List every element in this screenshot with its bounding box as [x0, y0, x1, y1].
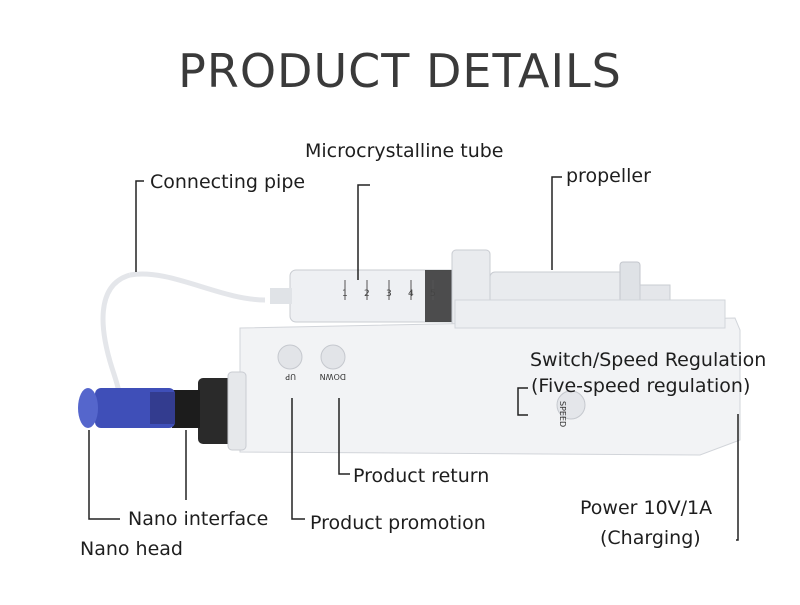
- label-charging: (Charging): [600, 527, 701, 549]
- scale-mark-3: 3: [386, 289, 392, 299]
- speed-button[interactable]: [556, 390, 586, 420]
- leader-lines: [88, 176, 739, 541]
- up-label: UP: [285, 372, 296, 381]
- scale-mark-2: 2: [364, 289, 370, 299]
- up-button[interactable]: [277, 344, 303, 370]
- syringe-scale: 1 2 3 4 5: [342, 280, 436, 300]
- label-product-return: Product return: [353, 465, 490, 487]
- label-product-promotion: Product promotion: [310, 512, 486, 534]
- down-button[interactable]: [320, 344, 346, 370]
- label-nano-head: Nano head: [80, 538, 183, 560]
- connecting-pipe-tube: [100, 272, 131, 401]
- scale-mark-1: 1: [342, 289, 348, 299]
- label-power: Power 10V/1A: [580, 497, 713, 519]
- nano-interface: [172, 371, 247, 451]
- scale-mark-4: 4: [408, 289, 414, 299]
- label-five-speed-regulation: (Five-speed regulation): [531, 375, 751, 397]
- speed-label: SPEED: [558, 401, 567, 427]
- label-switch-speed-regulation: Switch/Speed Regulation: [530, 349, 767, 371]
- label-connecting-pipe: Connecting pipe: [150, 171, 306, 193]
- device-body: UP DOWN SPEED: [239, 299, 741, 456]
- page-title: PRODUCT DETAILS: [178, 44, 622, 98]
- scale-mark-5: 5: [430, 289, 436, 299]
- label-microcrystalline-tube: Microcrystalline tube: [305, 140, 504, 162]
- label-propeller: propeller: [566, 165, 651, 187]
- label-nano-interface: Nano interface: [128, 508, 269, 530]
- down-label: DOWN: [320, 372, 346, 381]
- nano-head: [78, 388, 175, 428]
